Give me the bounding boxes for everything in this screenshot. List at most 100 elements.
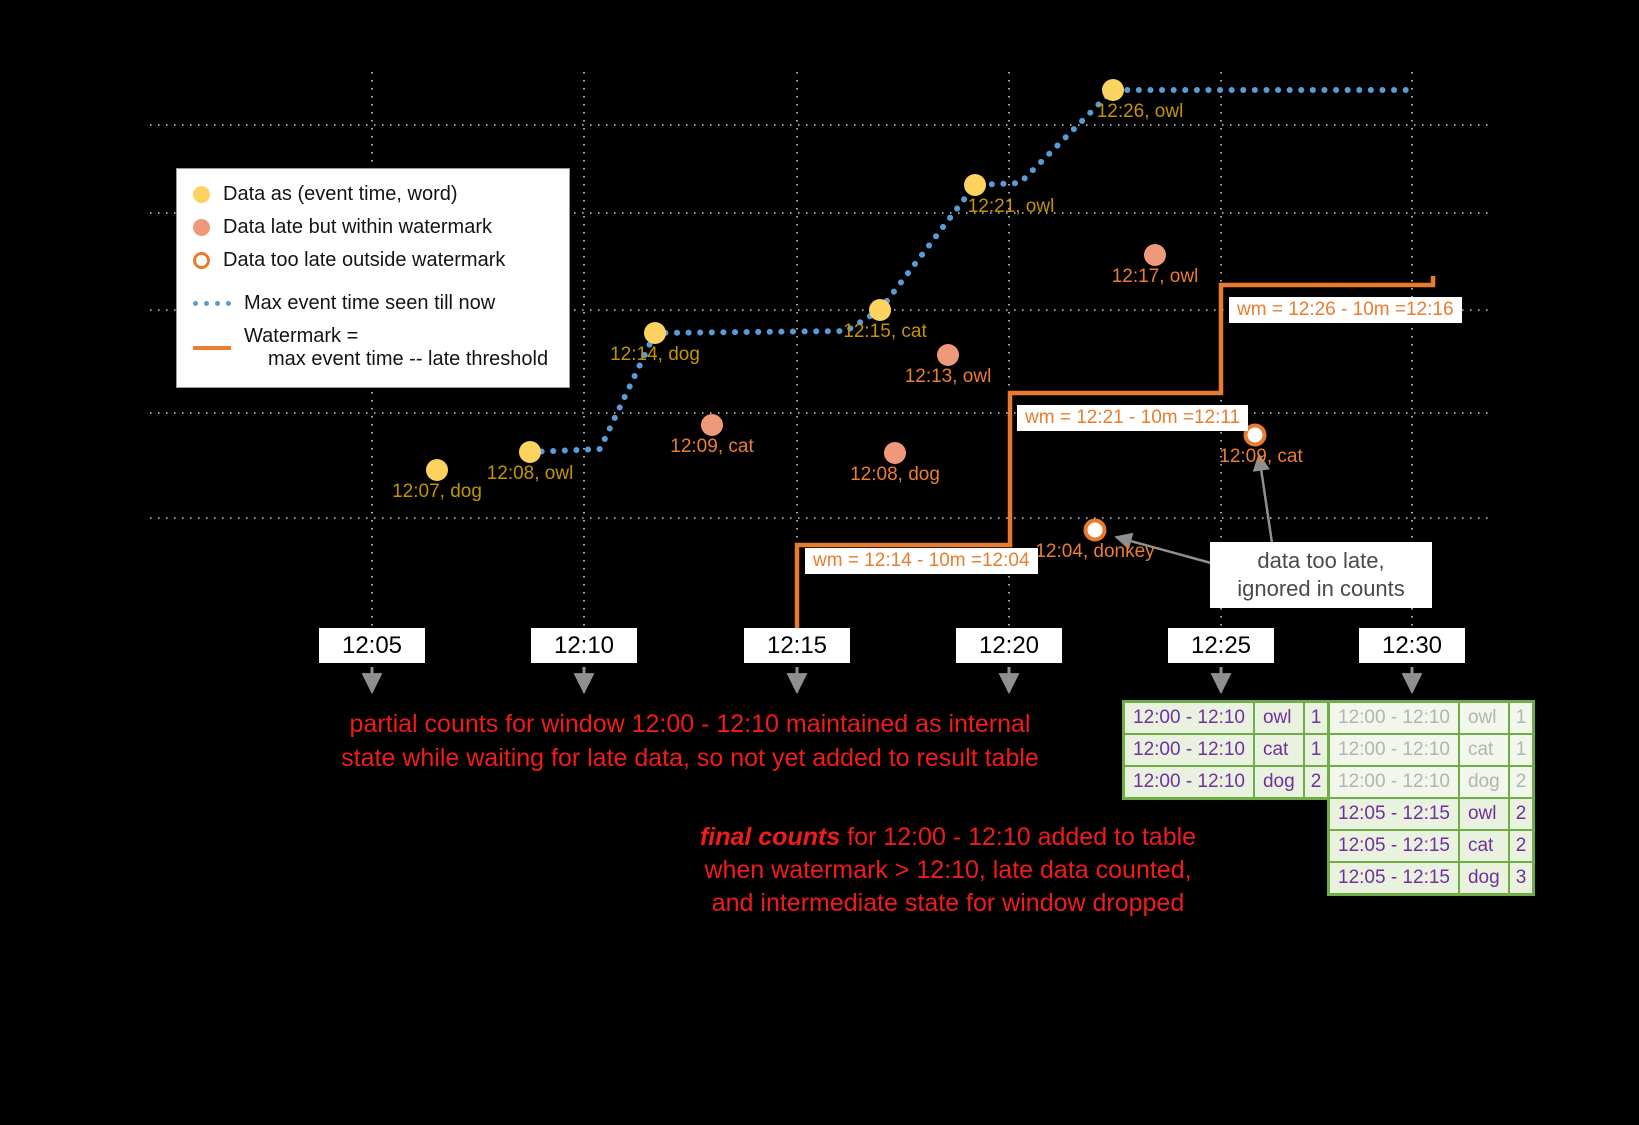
annotation-line: final counts for 12:00 - 12:10 added to … xyxy=(648,821,1248,854)
window-cell: 12:05 - 12:15 xyxy=(1327,829,1460,863)
axis-tick-12-15: 12:15 xyxy=(744,628,850,663)
annotation-emphasis: final counts xyxy=(699,823,841,851)
legend-item-late: Data late but within watermark xyxy=(193,216,553,239)
solid-line-icon xyxy=(193,346,231,350)
annotation-partial-counts: partial counts for window 12:00 - 12:10 … xyxy=(250,707,1130,775)
word-cell: dog xyxy=(1457,765,1510,799)
count-cell: 1 xyxy=(1507,700,1535,735)
legend-label: Watermark = xyxy=(244,325,359,347)
window-cell: 12:05 - 12:15 xyxy=(1327,797,1460,831)
axis-tick-12-25: 12:25 xyxy=(1168,628,1274,663)
legend-label: Data as (event time, word) xyxy=(223,183,458,205)
legend-item-too-late: Data too late outside watermark xyxy=(193,249,553,272)
watermark-value-label: wm = 12:21 - 10m =12:11 xyxy=(1017,405,1249,431)
table-row: 12:00 - 12:10 cat 1 xyxy=(1122,733,1330,767)
annotation-final-counts: final counts for 12:00 - 12:10 added to … xyxy=(648,821,1248,920)
point-label: 12:26, owl xyxy=(1096,101,1184,122)
late-dot-icon xyxy=(701,414,723,436)
annotation-line: and intermediate state for window droppe… xyxy=(711,889,1185,917)
ontime-dot-icon xyxy=(426,459,448,481)
max-event-time-line xyxy=(527,87,1420,455)
point-label: 12:08, owl xyxy=(486,463,574,484)
point-label: 12:17, owl xyxy=(1111,266,1199,287)
table-row: 12:00 - 12:10 dog 2 xyxy=(1122,765,1330,800)
point-label: 12:21, owl xyxy=(967,196,1055,217)
watermark-value-label: wm = 12:14 - 10m =12:04 xyxy=(805,548,1038,574)
legend-item-watermark: Watermark = max event time -- late thres… xyxy=(193,325,553,371)
result-table-12-25: 12:00 - 12:10 owl 1 12:00 - 12:10 cat 1 … xyxy=(1122,700,1331,800)
legend-label: Max event time seen till now xyxy=(244,292,496,314)
axis-tick-12-10: 12:10 xyxy=(531,628,637,663)
axis-tick-12-30: 12:30 xyxy=(1359,628,1465,663)
ontime-dot-icon xyxy=(1102,79,1124,101)
too-late-circle-icon xyxy=(193,252,210,269)
window-cell: 12:00 - 12:10 xyxy=(1122,700,1255,735)
annotation-line: partial counts for window 12:00 - 12:10 … xyxy=(349,710,1031,738)
too-late-callout: data too late, ignored in counts xyxy=(1210,542,1432,608)
window-cell: 12:00 - 12:10 xyxy=(1122,733,1255,767)
word-cell: cat xyxy=(1457,733,1510,767)
count-cell: 2 xyxy=(1507,797,1535,831)
table-row: 12:05 - 12:15 cat 2 xyxy=(1327,829,1535,863)
point-label: 12:04, donkey xyxy=(1035,541,1155,562)
table-row-faded: 12:00 - 12:10 owl 1 xyxy=(1327,700,1535,735)
callout-line: data too late, xyxy=(1257,548,1385,573)
point-label: 12:15, cat xyxy=(843,321,927,342)
table-row: 12:05 - 12:15 owl 2 xyxy=(1327,797,1535,831)
window-cell: 12:00 - 12:10 xyxy=(1327,765,1460,799)
annotation-line: state while waiting for late data, so no… xyxy=(341,744,1039,772)
watermark-line xyxy=(794,276,1436,634)
too-late-callout-arrows xyxy=(1114,453,1274,565)
count-cell: 1 xyxy=(1302,700,1330,735)
point-label: 12:13, owl xyxy=(904,366,992,387)
table-row-faded: 12:00 - 12:10 cat 1 xyxy=(1327,733,1535,767)
too-late-circle-icon xyxy=(1243,423,1267,447)
window-cell: 12:05 - 12:15 xyxy=(1327,861,1460,896)
count-cell: 2 xyxy=(1507,765,1535,799)
annotation-text: for 12:00 - 12:10 added to table xyxy=(840,823,1197,851)
tick-arrows xyxy=(361,667,1423,695)
word-cell: owl xyxy=(1457,700,1510,735)
count-cell: 2 xyxy=(1302,765,1330,800)
axis-tick-12-05: 12:05 xyxy=(319,628,425,663)
dotted-line-icon xyxy=(193,301,231,306)
legend-label: Data too late outside watermark xyxy=(223,249,506,271)
axis-tick-12-20: 12:20 xyxy=(956,628,1062,663)
window-cell: 12:00 - 12:10 xyxy=(1327,700,1460,735)
word-cell: cat xyxy=(1457,829,1510,863)
late-dot-icon xyxy=(884,442,906,464)
count-cell: 2 xyxy=(1507,829,1535,863)
legend-item-max-event-time: Max event time seen till now xyxy=(193,292,553,315)
ontime-dot-icon xyxy=(869,299,891,321)
count-cell: 1 xyxy=(1302,733,1330,767)
word-cell: dog xyxy=(1252,765,1305,800)
callout-line: ignored in counts xyxy=(1237,576,1405,601)
ontime-dot-icon xyxy=(964,174,986,196)
window-cell: 12:00 - 12:10 xyxy=(1122,765,1255,800)
legend-label: max event time -- late threshold xyxy=(268,348,549,370)
point-label: 12:14, dog xyxy=(610,344,700,365)
count-cell: 3 xyxy=(1507,861,1535,896)
legend: Data as (event time, word) Data late but… xyxy=(176,168,570,388)
word-cell: cat xyxy=(1252,733,1305,767)
late-dot-icon xyxy=(1144,244,1166,266)
ontime-dot-icon xyxy=(644,322,666,344)
word-cell: owl xyxy=(1252,700,1305,735)
point-label: 12:07, dog xyxy=(392,481,482,502)
word-cell: dog xyxy=(1457,861,1510,896)
table-row: 12:05 - 12:15 dog 3 xyxy=(1327,861,1535,896)
legend-item-ontime: Data as (event time, word) xyxy=(193,183,553,206)
ontime-dot-icon xyxy=(519,441,541,463)
table-row: 12:00 - 12:10 owl 1 xyxy=(1122,700,1330,735)
point-label: 12:09, cat xyxy=(1219,446,1303,467)
legend-label: Data late but within watermark xyxy=(223,216,493,238)
word-cell: owl xyxy=(1457,797,1510,831)
late-dot-icon xyxy=(193,219,210,236)
result-table-12-30: 12:00 - 12:10 owl 1 12:00 - 12:10 cat 1 … xyxy=(1327,700,1536,896)
annotation-line: when watermark > 12:10, late data counte… xyxy=(704,856,1192,884)
point-label: 12:08, dog xyxy=(850,464,940,485)
point-label: 12:09, cat xyxy=(670,436,754,457)
ontime-dot-icon xyxy=(193,186,210,203)
late-dot-icon xyxy=(937,344,959,366)
